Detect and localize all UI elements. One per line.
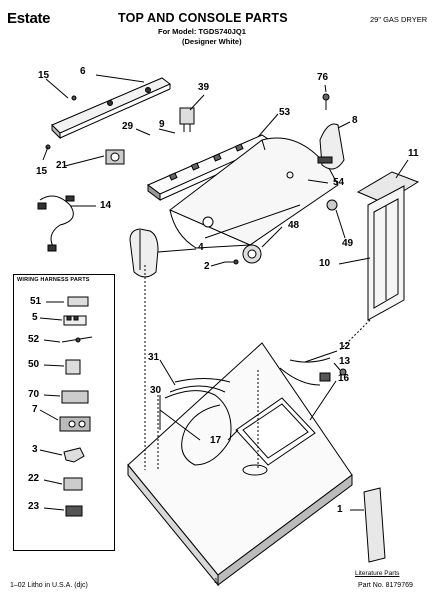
page-title: TOP AND CONSOLE PARTS [118, 11, 288, 25]
footer-litho: 1–02 Litho in U.S.A. (djc) [10, 582, 88, 589]
callout-51: 51 [30, 296, 42, 307]
callout-15-bottom: 15 [36, 166, 48, 177]
callout-22: 22 [28, 473, 40, 484]
product-label: 29" GAS DRYER [370, 15, 428, 24]
callout-30: 30 [150, 385, 162, 396]
callout-12: 12 [339, 341, 351, 352]
wire-harness-14 [39, 195, 74, 251]
color-line: (Designer White) [182, 37, 242, 46]
timer-switch [179, 107, 195, 125]
lint-cover [356, 171, 420, 204]
callout-13: 13 [339, 356, 351, 367]
callout-10: 10 [319, 258, 331, 269]
callout-53: 53 [279, 107, 291, 118]
callout-7: 7 [32, 404, 38, 415]
callout-76: 76 [317, 72, 329, 83]
left-endcap [129, 228, 159, 278]
callout-49: 49 [342, 238, 354, 249]
footer-part-number: Part No. 8179769 [358, 582, 413, 589]
brand-logo: Estate [7, 10, 51, 27]
legend-title: WIRING HARNESS PARTS [17, 277, 90, 283]
console-housing [169, 137, 339, 246]
callout-31: 31 [148, 352, 160, 363]
callout-3: 3 [32, 444, 38, 455]
literature-booklet [363, 487, 386, 563]
callout-39: 39 [198, 82, 210, 93]
callout-8: 8 [352, 115, 358, 126]
callout-54: 54 [333, 177, 345, 188]
model-line: For Model: TGDS740JQ1 [158, 27, 246, 36]
callout-4: 4 [198, 242, 204, 253]
footer-page-number: 1 [214, 578, 218, 585]
callout-29: 29 [122, 121, 134, 132]
dryer-top [127, 342, 353, 576]
callout-17: 17 [210, 435, 222, 446]
callout-50: 50 [28, 359, 40, 370]
callout-1: 1 [337, 504, 343, 515]
callout-16: 16 [338, 373, 350, 384]
callout-11: 11 [408, 148, 419, 159]
callout-14: 14 [100, 200, 112, 211]
callout-52: 52 [28, 334, 40, 345]
callout-21: 21 [56, 160, 68, 171]
literature-label: Literature Parts [355, 570, 400, 577]
callout-9: 9 [159, 119, 165, 130]
callout-48: 48 [288, 220, 300, 231]
callout-6: 6 [80, 66, 86, 77]
callout-5: 5 [32, 312, 38, 323]
callout-2: 2 [204, 261, 210, 272]
callout-15-top: 15 [38, 70, 50, 81]
wiring-harness-legend [13, 274, 115, 551]
callout-70: 70 [28, 389, 40, 400]
callout-23: 23 [28, 501, 40, 512]
